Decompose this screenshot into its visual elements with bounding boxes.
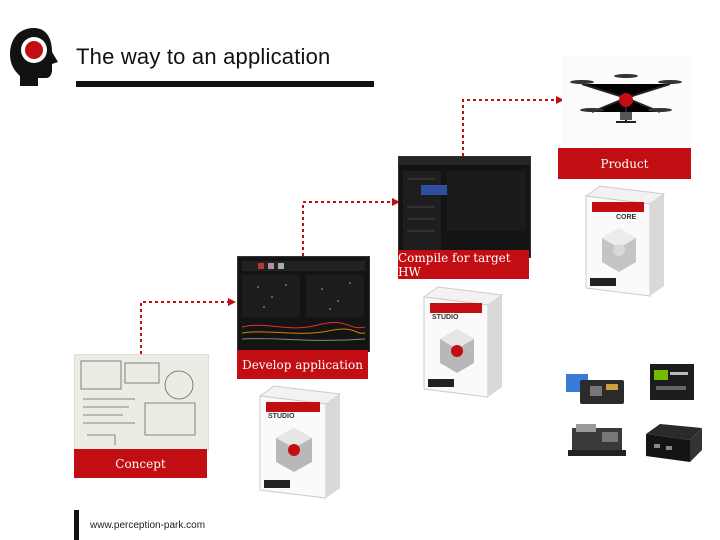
concept-sketch-photo	[74, 354, 209, 451]
compile-screenshot	[398, 156, 531, 258]
stage-label-concept: Concept	[74, 449, 207, 478]
footer-accent-bar	[74, 510, 79, 540]
arrowhead-compile	[392, 198, 400, 206]
drone-icon	[570, 74, 682, 123]
stage-label-develop: Develop application	[237, 350, 368, 379]
title-underline	[76, 81, 374, 87]
sketch-drawing	[80, 360, 196, 445]
perception-park-logo	[10, 28, 58, 86]
compile-visualization	[399, 157, 530, 253]
core-brand: CORE	[616, 214, 637, 221]
footer-website-link[interactable]: www.perception-park.com	[90, 520, 206, 531]
studio-brand-middle: STUDIO	[432, 314, 459, 321]
nvidia-tegra-chip-icon	[650, 364, 694, 400]
develop-screenshot	[237, 256, 370, 352]
page-title: The way to an application	[76, 44, 331, 69]
embedded-pc-icon	[568, 424, 626, 456]
hardware-board-icon	[566, 374, 624, 404]
drone-photo	[562, 56, 691, 148]
stage-label-compile: Compile for target HW	[398, 250, 529, 279]
arrowhead-develop	[228, 298, 236, 306]
develop-visualization	[241, 261, 366, 341]
studio-product-box-lower	[258, 385, 342, 499]
industrial-box-pc-icon	[646, 424, 702, 462]
arrowhead-product	[556, 96, 564, 104]
studio-product-box-middle	[422, 286, 504, 398]
core-product-box	[584, 185, 666, 297]
connector-develop-to-compile	[302, 201, 392, 256]
connector-concept-to-develop	[140, 301, 228, 354]
studio-brand-lower: STUDIO	[268, 413, 295, 420]
stage-label-product: Product	[558, 148, 691, 179]
connector-compile-to-product	[462, 99, 556, 156]
